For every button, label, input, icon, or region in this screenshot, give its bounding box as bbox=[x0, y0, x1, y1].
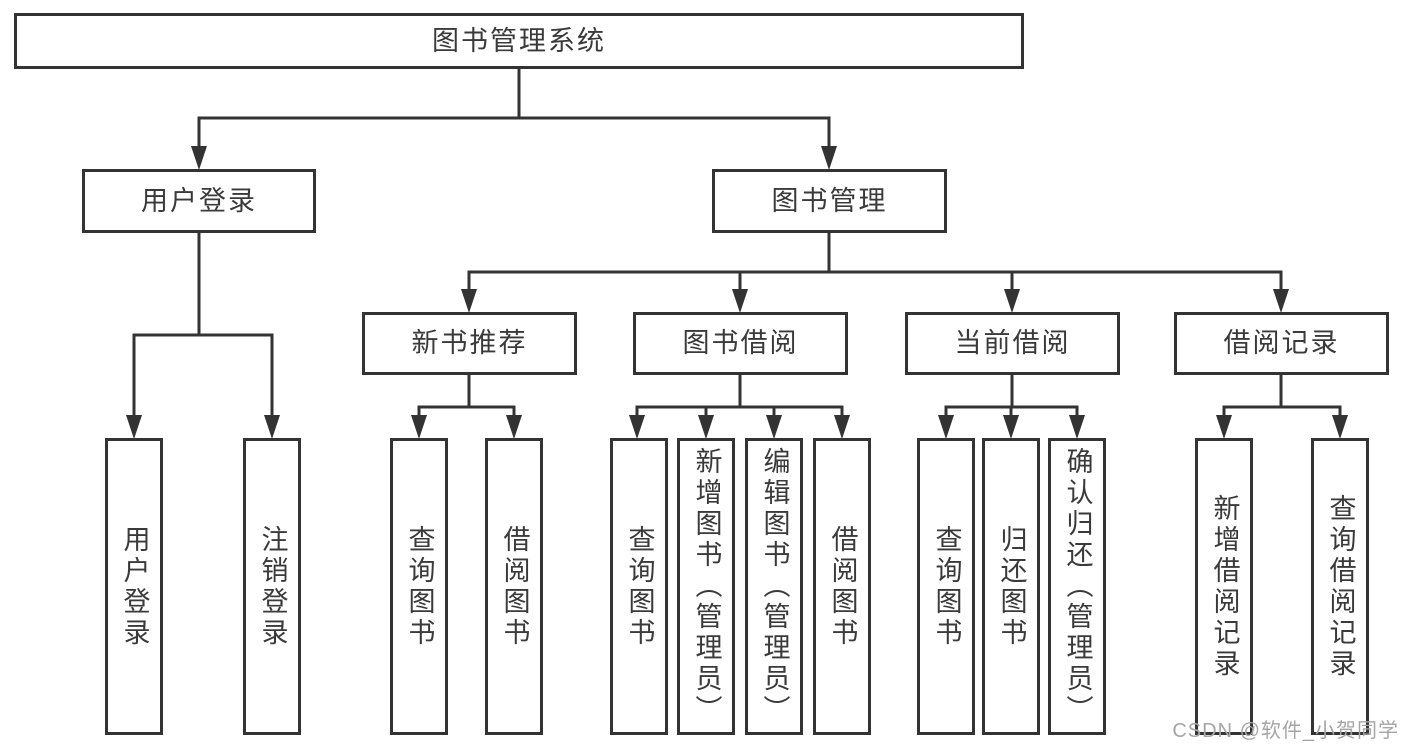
node-label: 借阅记录 bbox=[1223, 328, 1340, 358]
leaf-label: 借阅图书 bbox=[499, 524, 530, 649]
arrow-icon bbox=[732, 289, 748, 313]
leaf-query-borrow-record: 查询借阅记录 bbox=[1311, 438, 1369, 735]
leaf-label: 查询图书 bbox=[404, 524, 435, 649]
leaf-logout: 注销登录 bbox=[243, 438, 301, 735]
arrow-icon bbox=[411, 415, 427, 439]
node-label: 图书管理系统 bbox=[432, 25, 606, 56]
leaf-label: 借阅图书 bbox=[827, 524, 858, 649]
leaf-label: 查询借阅记录 bbox=[1325, 493, 1356, 680]
leaf-label: 新增借阅记录 bbox=[1209, 493, 1240, 680]
node-label: 图书管理 bbox=[771, 185, 888, 216]
leaf-label: 确认归还（管理员） bbox=[1062, 447, 1093, 726]
arrowheads bbox=[126, 146, 1348, 439]
arrow-icon bbox=[938, 415, 954, 439]
leaf-label: 注销登录 bbox=[257, 524, 288, 649]
connector-level2-branch bbox=[467, 270, 1283, 292]
node-library-management-system: 图书管理系统 bbox=[14, 13, 1024, 69]
connector-level1-branch bbox=[197, 116, 831, 150]
leaf-confirm-return-admin: 确认归还（管理员） bbox=[1048, 438, 1106, 735]
leaf-query-books: 查询图书 bbox=[390, 438, 448, 735]
watermark: CSDN @软件_小贺同学 bbox=[1172, 720, 1399, 742]
arrow-icon bbox=[821, 146, 837, 170]
connector-recommend-branch bbox=[417, 405, 516, 418]
node-book-management: 图书管理 bbox=[712, 169, 947, 233]
leaf-label: 新增图书（管理员） bbox=[691, 447, 722, 726]
arrow-icon bbox=[191, 146, 207, 170]
connector-userlogin-branch bbox=[132, 333, 274, 418]
arrow-icon bbox=[698, 415, 714, 439]
connector-records-branch bbox=[1222, 405, 1342, 418]
node-borrow-records: 借阅记录 bbox=[1174, 312, 1389, 375]
leaf-label: 用户登录 bbox=[119, 524, 150, 649]
node-current-borrow: 当前借阅 bbox=[905, 312, 1120, 375]
arrow-icon bbox=[1003, 415, 1019, 439]
arrow-icon bbox=[1004, 289, 1020, 313]
node-user-login: 用户登录 bbox=[82, 169, 316, 233]
leaf-query-books: 查询图书 bbox=[610, 438, 668, 735]
arrow-icon bbox=[1332, 415, 1348, 439]
arrow-icon bbox=[629, 415, 645, 439]
leaf-label: 编辑图书（管理员） bbox=[759, 447, 790, 726]
arrow-icon bbox=[461, 289, 477, 313]
leaf-query-books: 查询图书 bbox=[917, 438, 975, 735]
leaf-add-borrow-record: 新增借阅记录 bbox=[1195, 438, 1253, 735]
connector-borrow-branch bbox=[635, 405, 844, 418]
leaf-user-login: 用户登录 bbox=[105, 438, 163, 735]
node-label: 当前借阅 bbox=[954, 328, 1071, 358]
arrow-icon bbox=[506, 415, 522, 439]
leaf-label: 查询图书 bbox=[931, 524, 962, 649]
arrow-icon bbox=[834, 415, 850, 439]
leaf-edit-books-admin: 编辑图书（管理员） bbox=[745, 438, 803, 735]
leaf-borrow-books: 借阅图书 bbox=[813, 438, 871, 735]
node-label: 图书借阅 bbox=[682, 328, 799, 358]
node-label: 新书推荐 bbox=[411, 328, 528, 358]
arrow-icon bbox=[1273, 289, 1289, 313]
leaf-borrow-books: 借阅图书 bbox=[485, 438, 543, 735]
leaf-add-books-admin: 新增图书（管理员） bbox=[677, 438, 735, 735]
leaf-return-books: 归还图书 bbox=[982, 438, 1040, 735]
leaf-label: 查询图书 bbox=[624, 524, 655, 649]
arrow-icon bbox=[766, 415, 782, 439]
arrow-icon bbox=[264, 415, 280, 439]
arrow-icon bbox=[1216, 415, 1232, 439]
node-new-book-recommend: 新书推荐 bbox=[362, 312, 577, 375]
arrow-icon bbox=[126, 415, 142, 439]
leaf-label: 归还图书 bbox=[996, 524, 1027, 649]
node-label: 用户登录 bbox=[141, 185, 257, 216]
arrow-icon bbox=[1069, 415, 1085, 439]
node-book-borrow: 图书借阅 bbox=[633, 312, 848, 375]
